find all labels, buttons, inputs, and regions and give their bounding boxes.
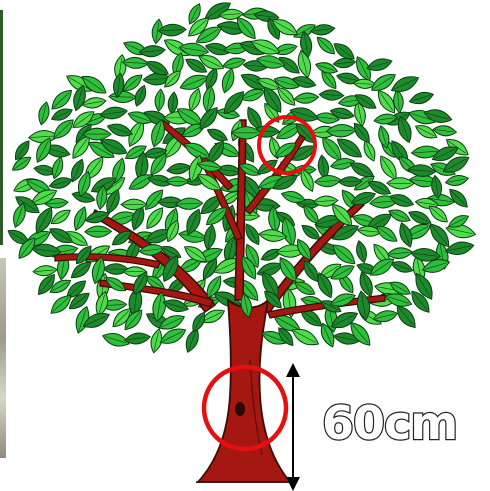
leaf: [167, 91, 179, 114]
leaf: [85, 226, 112, 238]
leaf: [166, 162, 191, 176]
leaf: [36, 101, 51, 126]
leaf: [393, 302, 420, 331]
leaf: [222, 56, 247, 71]
leaf: [154, 89, 166, 112]
leaf: [319, 89, 344, 101]
leaf: [48, 175, 73, 191]
leaf: [354, 240, 368, 264]
leaf: [186, 87, 203, 113]
leaf: [388, 191, 415, 209]
height-measure-label: 60cm: [322, 400, 457, 446]
leaf: [109, 91, 136, 103]
leaf: [314, 175, 341, 188]
leaf: [408, 89, 435, 106]
trunk-knot: [235, 402, 245, 416]
leaf: [178, 71, 210, 93]
leaf: [202, 224, 217, 251]
leaf: [294, 92, 319, 104]
leaf: [295, 49, 313, 79]
leaf: [219, 67, 237, 94]
tree-trunk: [198, 300, 290, 482]
leaf: [387, 247, 413, 260]
leaf: [205, 126, 229, 144]
